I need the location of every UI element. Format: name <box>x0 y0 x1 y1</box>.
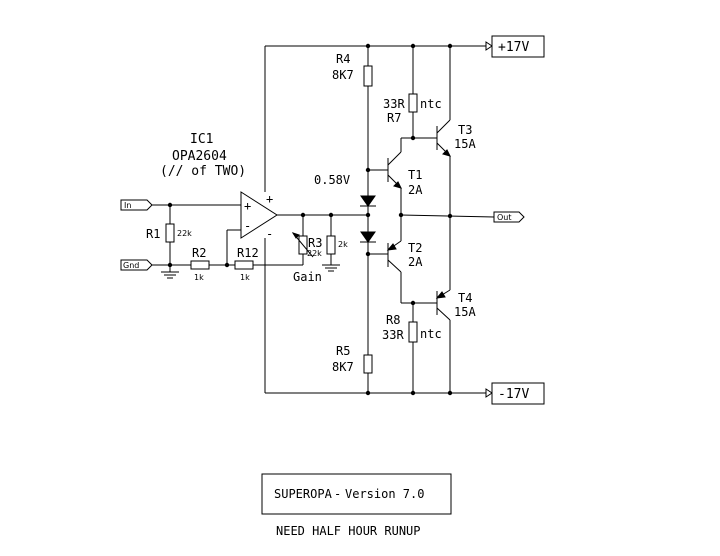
resistor-r8: R8 33R ntc <box>382 303 442 393</box>
r12-value: 1k <box>240 273 250 282</box>
resistor-r7: 33R ntc R7 <box>383 46 442 138</box>
r5-value: 8K7 <box>332 360 354 374</box>
t3-ref: T3 <box>458 123 472 137</box>
t2-ref: T2 <box>408 241 422 255</box>
resistor-r2: R2 1k <box>190 246 235 282</box>
ground-symbol-1 <box>161 265 179 279</box>
resistor-r5: R5 8K7 <box>332 344 373 393</box>
runup-note: NEED HALF HOUR RUNUP <box>276 524 421 538</box>
opamp-ic1: + - + - IC1 OPA2604 (// of TWO) <box>160 132 278 241</box>
port-out-label: Out <box>497 213 512 222</box>
diode-upper: 0.58V <box>314 173 376 232</box>
ground-symbol-2 <box>322 264 340 272</box>
r7-ntc: ntc <box>420 97 442 111</box>
opamp-supply-plus: + <box>266 192 273 206</box>
port-vpos: +17V <box>485 35 545 58</box>
t4-ref: T4 <box>458 291 472 305</box>
r4-value: 8K7 <box>332 68 354 82</box>
port-in-label: In <box>124 201 131 210</box>
r7-value: 33R <box>383 97 405 111</box>
diode-lower <box>360 231 376 355</box>
t4-rating: 15A <box>454 305 476 319</box>
resistor-r12: R12 1k <box>234 246 299 282</box>
r5-ref: R5 <box>336 344 350 358</box>
r7-ref: R7 <box>387 111 401 125</box>
r1-ref: R1 <box>146 227 160 241</box>
r8-ref: R8 <box>386 313 400 327</box>
r1-value: 22k <box>177 229 192 238</box>
r3-ref: R3 <box>308 236 322 250</box>
t1-rating: 2A <box>408 183 423 197</box>
diode-voltage-label: 0.58V <box>314 173 350 187</box>
ic1-ref: IC1 <box>190 132 213 147</box>
opamp-plus-input: + <box>244 199 251 213</box>
ic1-note: (// of TWO) <box>160 164 246 179</box>
r8-value: 33R <box>382 328 404 342</box>
opamp-supply-minus: - <box>266 227 273 241</box>
transistor-t2: T2 2A <box>386 215 437 304</box>
t1-ref: T1 <box>408 168 422 182</box>
port-gnd: Gnd <box>120 259 191 271</box>
t2-rating: 2A <box>408 255 423 269</box>
port-in: In <box>120 199 241 211</box>
port-vneg: -17V <box>485 382 545 405</box>
ic1-part: OPA2604 <box>172 149 227 164</box>
port-out: Out <box>493 211 525 223</box>
title-name: SUPEROPA <box>274 487 333 501</box>
r8-ntc: ntc <box>420 327 442 341</box>
resistor-2k: 2k <box>326 215 348 265</box>
r12-ref: R12 <box>237 246 259 260</box>
rail-wires <box>264 45 486 394</box>
title-separator: - <box>334 487 341 501</box>
gain-label: Gain <box>293 270 322 284</box>
resistor-r4: R4 8K7 <box>332 46 373 196</box>
port-gnd-label: Gnd <box>123 261 139 270</box>
port-vpos-label: +17V <box>498 40 529 55</box>
r2k-value: 2k <box>338 240 348 249</box>
r2-ref: R2 <box>192 246 206 260</box>
title-box: SUPEROPA - Version 7.0 <box>261 473 452 515</box>
r4-ref: R4 <box>336 52 350 66</box>
r3-value: 22k <box>307 249 322 258</box>
t3-rating: 15A <box>454 137 476 151</box>
opamp-minus-input: - <box>244 219 251 233</box>
resistor-r1: R1 22k <box>146 205 192 265</box>
port-vneg-label: -17V <box>498 387 529 402</box>
transistor-t4: T4 15A <box>435 216 476 393</box>
title-version: Version 7.0 <box>345 487 424 501</box>
r2-value: 1k <box>194 273 204 282</box>
potentiometer-r3: R3 22k Gain <box>291 215 322 284</box>
transistor-t1: T1 2A <box>387 137 437 215</box>
transistor-t3: T3 15A <box>436 46 476 215</box>
